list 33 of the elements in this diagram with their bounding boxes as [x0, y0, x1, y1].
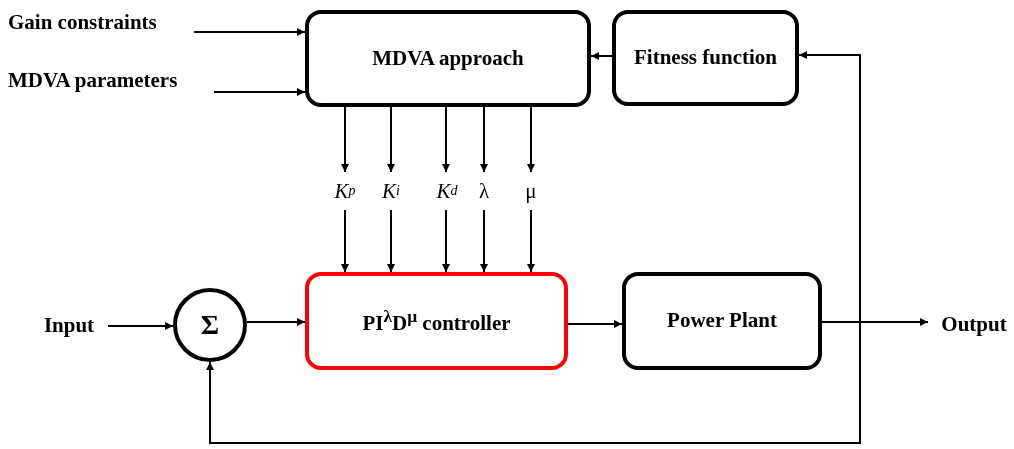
parameter-label: μ [519, 176, 543, 206]
box-label: Power Plant [667, 307, 777, 335]
parameter-label: λ [472, 176, 496, 206]
signal-label: Gain constraints [8, 8, 188, 38]
signal-label: MDVA parameters [8, 66, 208, 96]
arrow [527, 106, 535, 173]
arrow [341, 106, 349, 173]
arrow [213, 88, 306, 96]
arrow [387, 106, 395, 173]
arrow [246, 318, 306, 326]
box-label: MDVA approach [372, 44, 524, 72]
arrow [107, 322, 174, 330]
process-box [305, 10, 591, 107]
arrow [341, 209, 349, 273]
arrow [527, 209, 535, 273]
signal-label: Input [36, 311, 102, 341]
arrow [567, 320, 623, 328]
process-box [622, 272, 822, 370]
arrow [480, 209, 488, 273]
controller-box [305, 272, 568, 370]
arrow [442, 209, 450, 273]
arrow [590, 52, 613, 60]
box-label: PI$^{λ}$D$^{μ}$ controller [362, 304, 511, 337]
signal-label: Output [934, 310, 1014, 340]
arrow [798, 51, 861, 323]
sum-symbol: Σ [200, 307, 220, 342]
box-label: Fitness function [634, 44, 777, 72]
arrow [206, 321, 861, 444]
process-box [612, 10, 799, 106]
arrow [480, 106, 488, 173]
arrow [442, 106, 450, 173]
arrow [193, 28, 306, 36]
arrow [387, 209, 395, 273]
